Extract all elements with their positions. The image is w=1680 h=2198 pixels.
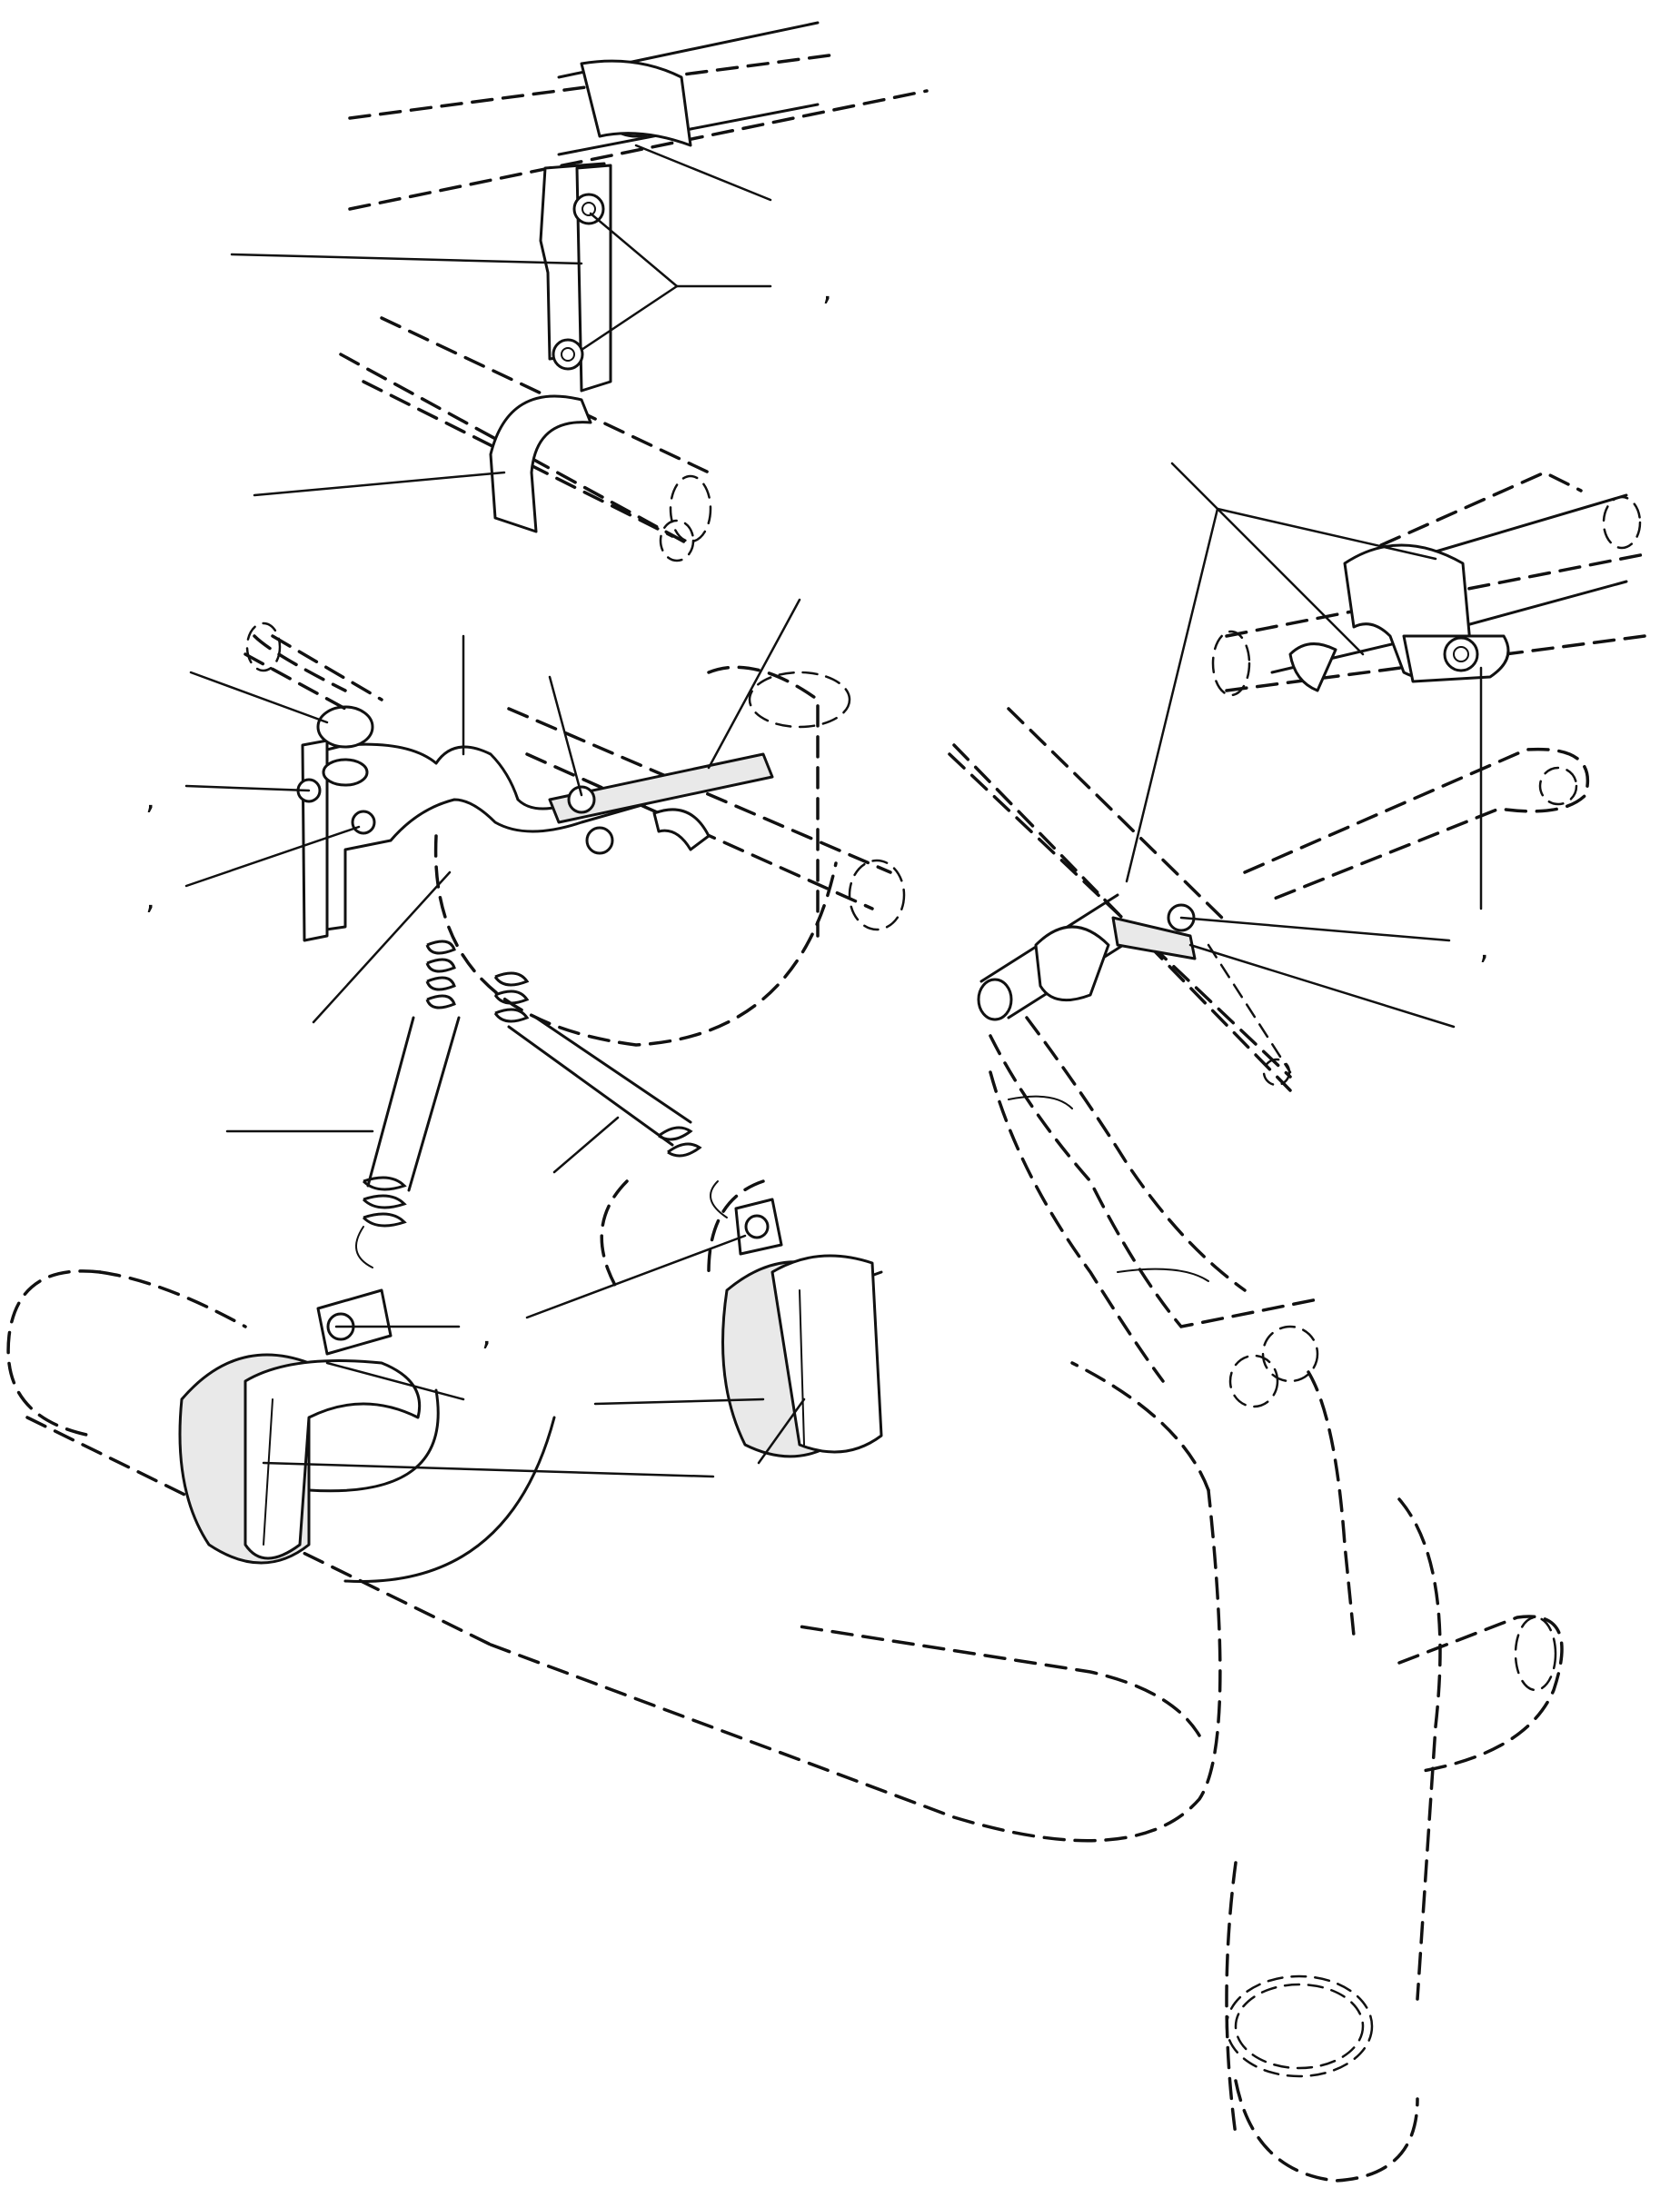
leader-saddle (253, 471, 506, 497)
leader-bolts-a (589, 212, 679, 288)
leader-reinforcing-strap (707, 598, 801, 770)
leader-frame-b (1125, 507, 1219, 883)
spring-left (362, 940, 461, 1228)
leader-frame-c (1216, 507, 1437, 561)
callout-mark-3: , (145, 880, 155, 917)
leader-bolts-b (580, 284, 679, 352)
leader-nut-left (184, 825, 361, 888)
spring-hooks (355, 1180, 728, 1268)
top-hanger-assembly: , (230, 21, 929, 562)
bolt-nut-lower (552, 338, 584, 371)
band-clamp-right (721, 1198, 883, 1458)
leader-band-clamp-left (262, 1461, 715, 1478)
leader-clamp-bolt-right (525, 1234, 747, 1319)
tail-pipe-lower (948, 752, 1292, 1087)
leader-lower-strap (1188, 943, 1456, 1029)
reinforcing-strap (548, 752, 774, 824)
leader-small-clamp (189, 671, 329, 724)
spring-right (493, 971, 702, 1158)
leader-frame-a (1170, 462, 1365, 656)
muffler-assembly: , (6, 1179, 1564, 2183)
frame-members-right (952, 471, 1646, 1092)
frame-rail-upper (348, 53, 929, 211)
leader-lower-bolt (1179, 916, 1451, 942)
branch-pipe-dashed (244, 622, 383, 711)
middle-hanger-assembly: , , (145, 598, 906, 1228)
callout-mark-1: , (822, 272, 832, 308)
leader-bolt-mid (548, 675, 583, 797)
hanger-bracket-upper (539, 162, 612, 393)
rail-strap-clamp (580, 59, 692, 147)
callout-mark-4: , (1479, 930, 1489, 967)
bent-pipe-dashed (989, 1016, 1319, 1408)
leader-band-clamp-right (757, 1397, 806, 1465)
callout-mark-5: , (482, 1317, 492, 1353)
leader-spring-right (552, 1116, 620, 1174)
callout-mark-2: , (145, 781, 155, 817)
muffler-outlet (1225, 1974, 1374, 2078)
leader-band-link-b (593, 1397, 765, 1406)
leader-bracket (230, 253, 583, 265)
bolt-nut-upper (572, 193, 605, 225)
small-clamp-right (567, 785, 711, 855)
clamp-bolt-right (1443, 636, 1479, 672)
band-clamp-left (178, 1288, 422, 1565)
leader-bolt-left (184, 784, 311, 792)
u-clamp-saddle-upper (489, 394, 592, 533)
leader-rail-clamp (634, 144, 772, 202)
leader-band-link-a (325, 1361, 465, 1401)
leader-plate-lower (312, 870, 452, 1024)
band-clamp-right-bolt (744, 1214, 770, 1239)
right-clamp-assembly: , (948, 462, 1646, 1408)
